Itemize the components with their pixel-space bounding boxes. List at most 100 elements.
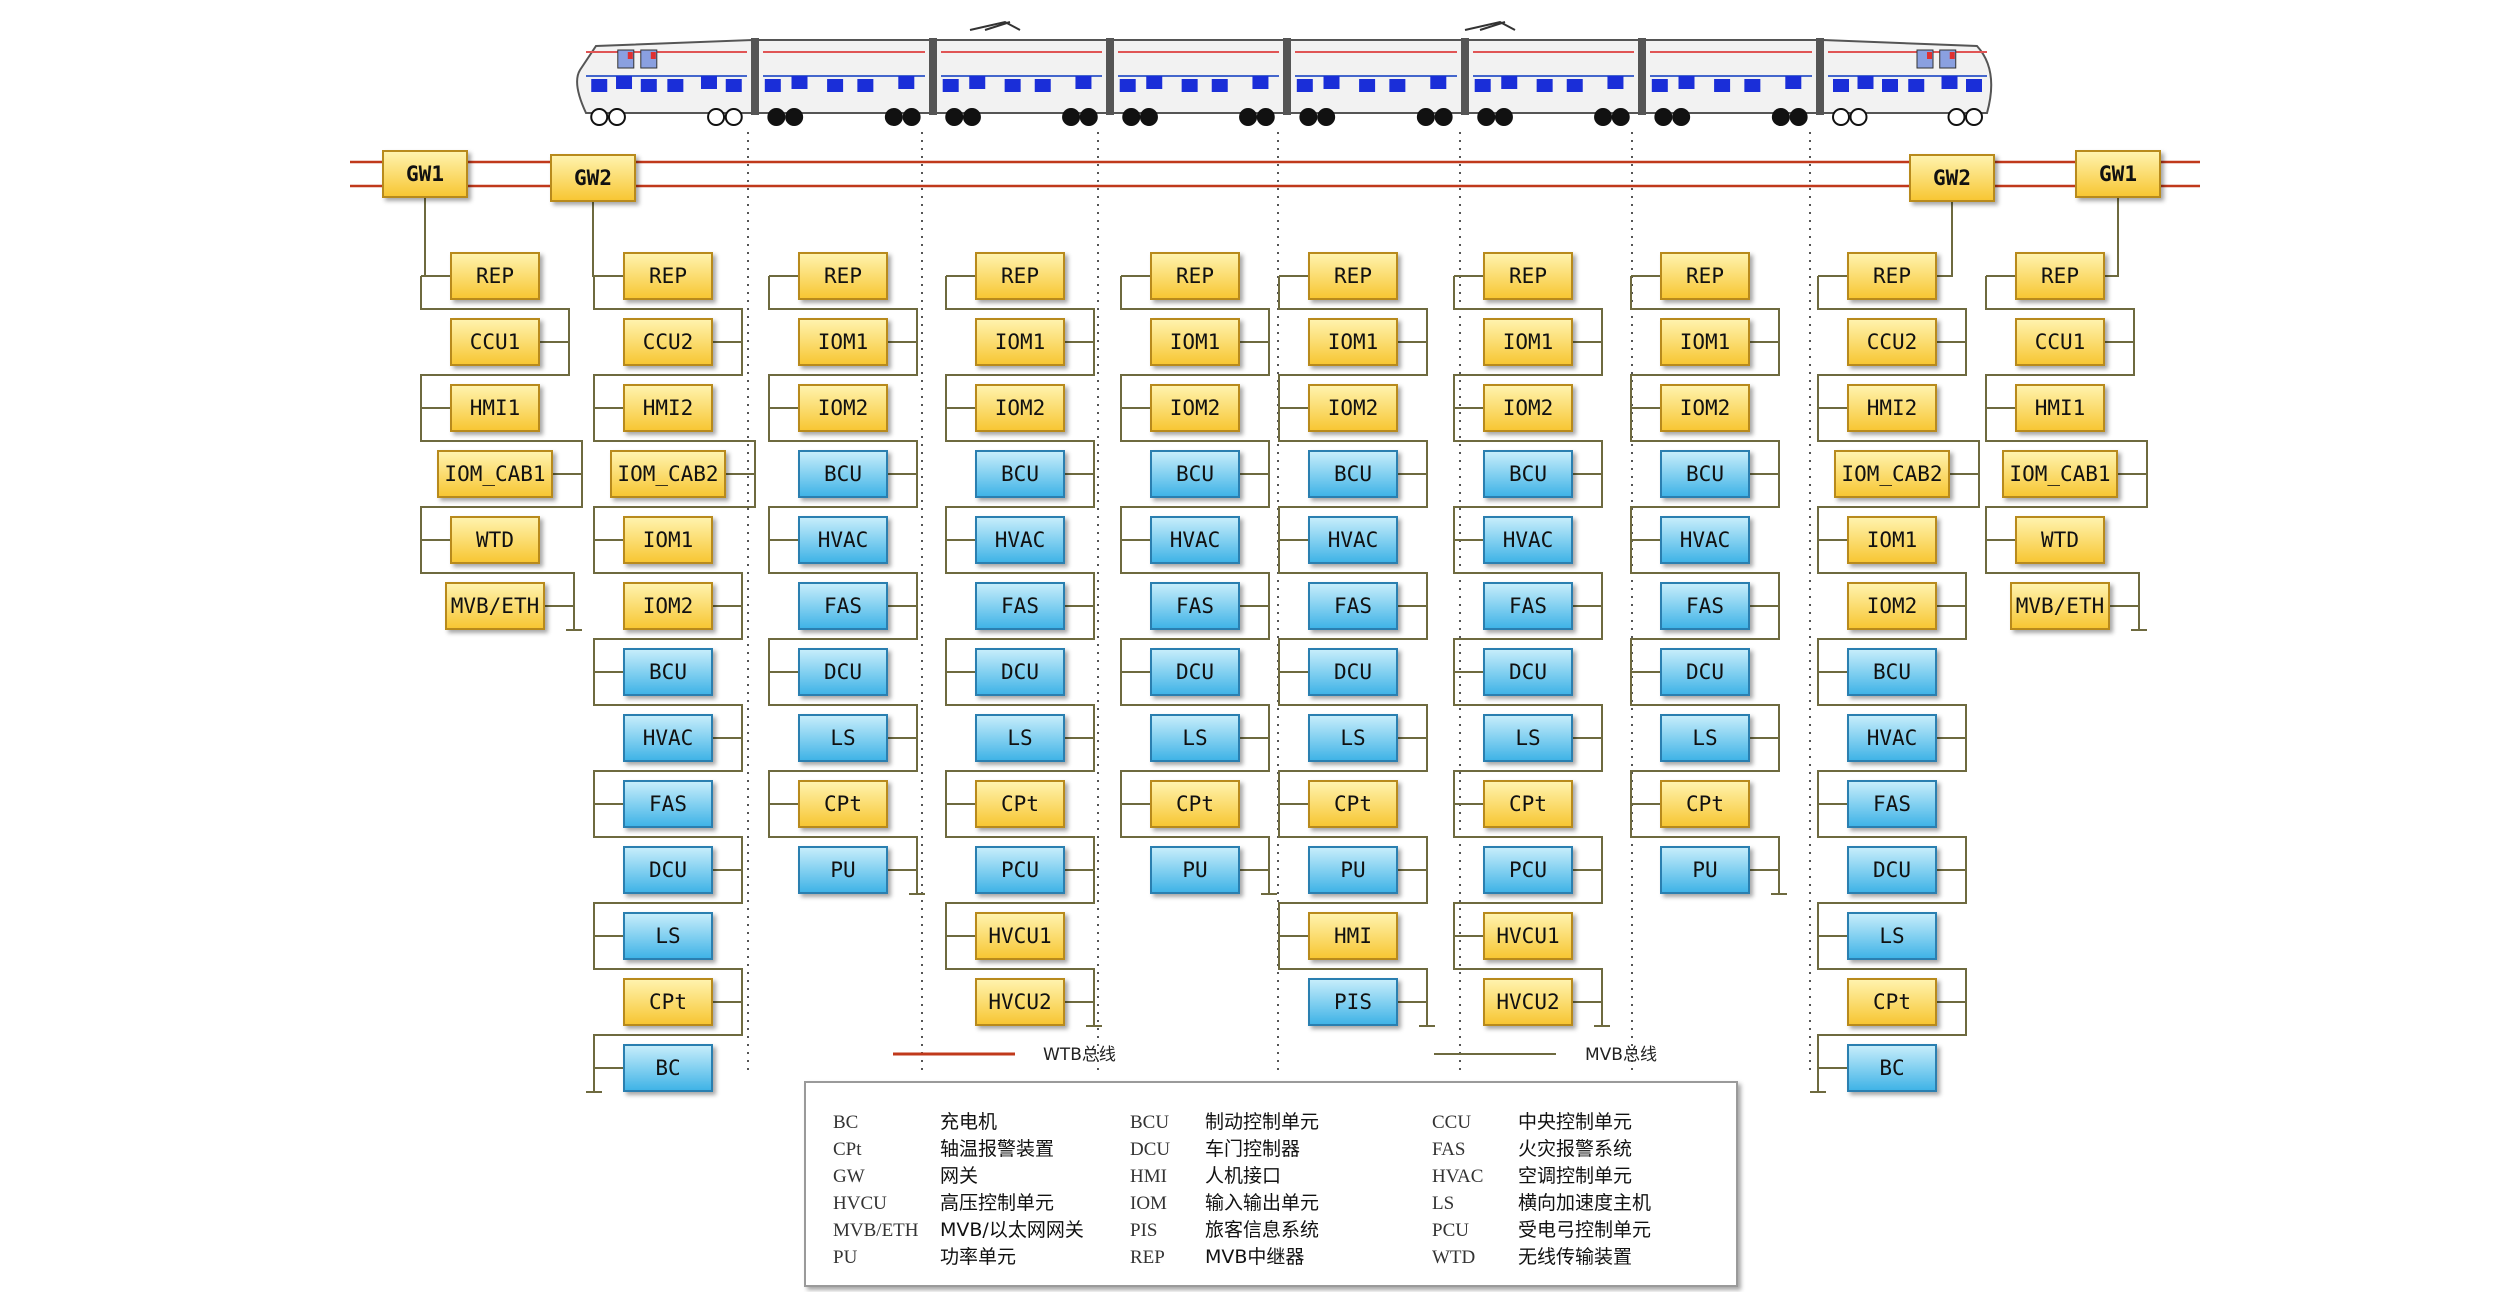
mvb-segment	[593, 540, 743, 606]
device-box	[2010, 582, 2110, 630]
device-box	[798, 714, 888, 762]
device-box	[1660, 582, 1750, 630]
wheel	[902, 108, 921, 126]
device-block: DCU	[1483, 648, 1573, 696]
device-label: IOM2	[995, 396, 1046, 420]
mvb-segment	[1817, 804, 1967, 870]
device-block: HMI2	[623, 384, 713, 432]
mvb-segment	[420, 474, 583, 540]
car-device	[1714, 79, 1731, 92]
mvb-segment	[593, 672, 743, 738]
mvb-terminator	[1086, 1002, 1102, 1027]
device-label: LS	[1879, 924, 1904, 948]
train-car	[1644, 39, 1818, 126]
car-device	[667, 79, 684, 92]
device-box	[1847, 1044, 1937, 1092]
device-box	[1660, 846, 1750, 894]
gateway-drop	[424, 197, 451, 277]
device-label: LS	[1692, 726, 1717, 750]
device-label: HVAC	[1328, 528, 1379, 552]
device-box	[1660, 384, 1750, 432]
device-box	[1847, 318, 1937, 366]
mvb-segment	[420, 342, 570, 408]
device-block: LS	[798, 714, 888, 762]
device-box	[1308, 780, 1398, 828]
legend-abbr: FAS	[1432, 1139, 1465, 1160]
device-box	[1847, 714, 1937, 762]
mvb-segment	[768, 342, 918, 408]
device-label: HVAC	[818, 528, 869, 552]
device-label: BCU	[649, 660, 687, 684]
mvb-segment	[1120, 276, 1270, 342]
mvb-segment	[945, 276, 1095, 342]
device-label: CPt	[824, 792, 862, 816]
device-box	[975, 978, 1065, 1026]
mvb-segment	[945, 540, 1095, 606]
mvb-segment	[1453, 342, 1603, 408]
mvb-segment	[1630, 672, 1780, 738]
legend-desc: 制动控制单元	[1205, 1111, 1319, 1133]
mvb-terminator	[909, 870, 925, 895]
device-box	[623, 978, 713, 1026]
device-block: FAS	[798, 582, 888, 630]
device-block: CPt	[623, 978, 713, 1026]
mvb-segment	[1630, 342, 1780, 408]
device-box	[975, 780, 1065, 828]
gateway-box	[550, 154, 636, 202]
mvb-terminator	[1261, 870, 1277, 895]
mvb-segment	[945, 606, 1095, 672]
car-device	[1296, 79, 1313, 92]
device-block: REP	[1308, 252, 1398, 300]
mvb-segment	[768, 474, 918, 540]
device-block: WTD	[2015, 516, 2105, 564]
device-label: PU	[1182, 858, 1207, 882]
legend-abbr: BC	[833, 1112, 858, 1133]
device-box	[2015, 318, 2105, 366]
device-block: DCU	[798, 648, 888, 696]
mvb-segment	[945, 738, 1095, 804]
mvb-segment	[1120, 342, 1270, 408]
device-label: HVAC	[643, 726, 694, 750]
device-block: DCU	[1847, 846, 1937, 894]
device-box	[2015, 252, 2105, 300]
device-block: IOM2	[1308, 384, 1398, 432]
car-device	[764, 79, 781, 92]
device-box	[1660, 252, 1750, 300]
device-block: PCU	[1483, 846, 1573, 894]
device-box	[798, 318, 888, 366]
car-device	[591, 79, 608, 92]
car-device	[1833, 79, 1849, 92]
device-label: IOM2	[818, 396, 869, 420]
device-box	[437, 450, 553, 498]
mvb-segment	[1985, 342, 2135, 408]
device-label: REP	[824, 264, 862, 288]
mvb-segment	[593, 408, 756, 474]
device-block: IOM2	[1150, 384, 1240, 432]
device-label: LS	[1007, 726, 1032, 750]
mvb-segment	[1278, 474, 1428, 540]
car-device	[1966, 79, 1982, 92]
device-box	[1150, 318, 1240, 366]
device-box	[1150, 252, 1240, 300]
car-device	[1785, 76, 1802, 89]
device-block: DCU	[1308, 648, 1398, 696]
car-device	[942, 79, 959, 92]
device-box	[1308, 714, 1398, 762]
bus-legend: WTB总线 MVB总线	[893, 1045, 1657, 1065]
device-box	[1308, 912, 1398, 960]
device-block: CCU2	[623, 318, 713, 366]
mvb-segment	[945, 408, 1095, 474]
device-block: CPt	[975, 780, 1065, 828]
device-box	[1308, 582, 1398, 630]
mvb-segment	[593, 276, 743, 342]
car-coupler	[929, 38, 937, 115]
wtb-legend-label: WTB总线	[1043, 1045, 1116, 1065]
gateway-box	[382, 150, 468, 198]
mvb-segment	[420, 276, 570, 342]
device-box	[623, 846, 713, 894]
device-block: IOM_CAB2	[1834, 450, 1950, 498]
device-block: BCU	[1483, 450, 1573, 498]
mvb-segment	[1453, 276, 1603, 342]
gateway-label: GW2	[574, 166, 612, 190]
